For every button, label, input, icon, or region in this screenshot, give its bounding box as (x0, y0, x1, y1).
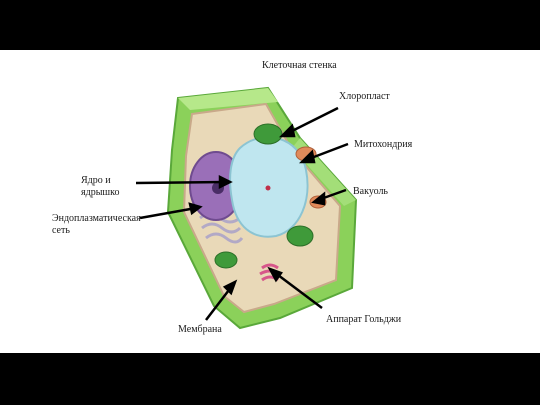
cell-wall-top (178, 88, 278, 110)
chloroplast (214, 251, 238, 269)
pointer-arrows (135, 106, 349, 321)
label-golgi: Аппарат Гольджи (326, 314, 402, 325)
label-vacuole: Вакуоль (353, 186, 388, 197)
vacuole-pin (265, 185, 271, 191)
label-chloroplast: Хлоропласт (339, 91, 390, 102)
label-cell-wall: Клеточная стенка (262, 60, 337, 71)
chloroplast (286, 225, 314, 247)
chloroplast (253, 123, 283, 145)
label-nucleus: Ядро и ядрышко (81, 175, 120, 198)
label-er: Эндоплазматическая сеть (52, 213, 141, 236)
label-membrane: Мембрана (178, 324, 222, 335)
slide: Клеточная стенка Хлоропласт Митохондрия … (0, 50, 540, 353)
label-mitochondria: Митохондрия (354, 139, 413, 150)
plant-cell-diagram (135, 86, 358, 330)
